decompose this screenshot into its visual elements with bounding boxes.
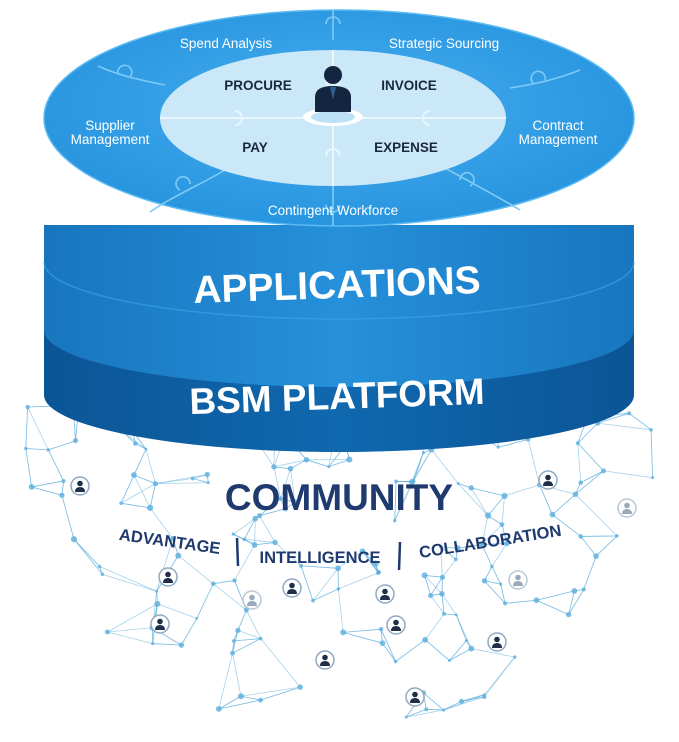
user-avatar-icon bbox=[538, 470, 558, 490]
user-avatar-icon bbox=[150, 614, 170, 634]
invoice-label: INVOICE bbox=[381, 78, 437, 93]
user-avatar-icon bbox=[375, 584, 395, 604]
divider bbox=[397, 541, 402, 571]
user-avatar-icon bbox=[508, 570, 528, 590]
supplier-management-label-line1: Supplier bbox=[85, 118, 135, 133]
user-avatar-icon bbox=[242, 590, 262, 610]
contract-management-label-line2: Management bbox=[519, 132, 598, 147]
advantage-label: ADVANTAGE bbox=[118, 526, 222, 558]
divider bbox=[235, 537, 240, 567]
strategic-sourcing-label: Strategic Sourcing bbox=[389, 36, 499, 51]
applications-label: APPLICATIONS bbox=[193, 259, 482, 312]
user-avatar-icon bbox=[158, 567, 178, 587]
user-avatar-icon bbox=[315, 650, 335, 670]
user-avatar-icon bbox=[70, 476, 90, 496]
person-icon bbox=[303, 66, 363, 126]
top-face bbox=[43, 9, 635, 227]
user-avatar-icon bbox=[386, 615, 406, 635]
community-title: COMMUNITY bbox=[225, 477, 453, 518]
contingent-workforce-label: Contingent Workforce bbox=[268, 203, 398, 218]
user-avatar-icon bbox=[282, 578, 302, 598]
expense-label: EXPENSE bbox=[374, 140, 438, 155]
supplier-management-label-line2: Management bbox=[71, 132, 150, 147]
user-avatar-icon bbox=[487, 632, 507, 652]
collaboration-label: COLLABORATION bbox=[418, 522, 563, 562]
contract-management-label-line1: Contract bbox=[532, 118, 583, 133]
user-avatar-icon bbox=[405, 687, 425, 707]
spend-analysis-label: Spend Analysis bbox=[180, 36, 273, 51]
pay-label: PAY bbox=[242, 140, 268, 155]
applications-layer bbox=[43, 225, 635, 387]
user-avatar-icon bbox=[617, 498, 637, 518]
procure-label: PROCURE bbox=[224, 78, 292, 93]
intelligence-label: INTELLIGENCE bbox=[259, 549, 380, 567]
